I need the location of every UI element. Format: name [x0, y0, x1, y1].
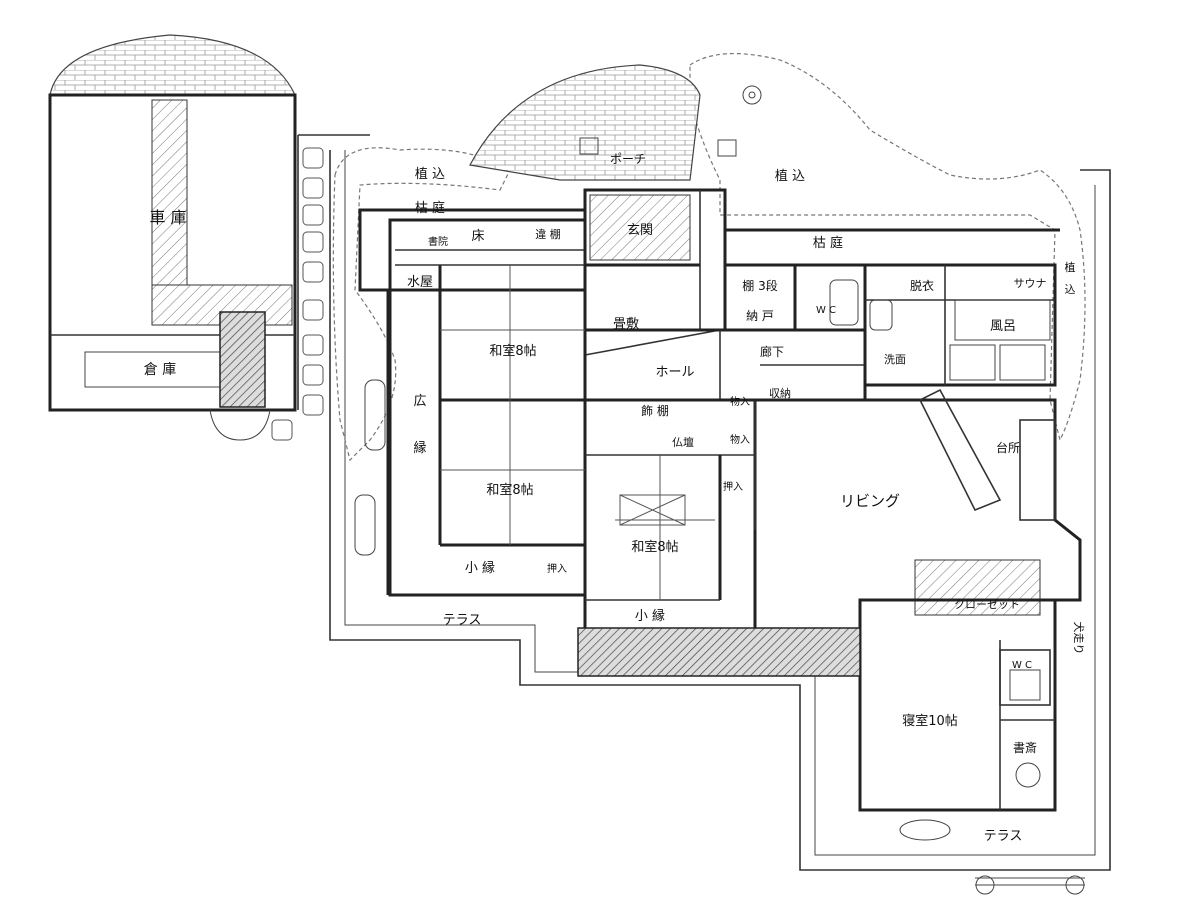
label-kazaridana: 飾 棚 [641, 403, 669, 418]
house-walls [358, 188, 1082, 812]
label-shoin: 書院 [428, 235, 448, 248]
garage-block [48, 34, 297, 441]
label-rouka: 廊下 [760, 344, 784, 359]
label-planting-side-1: 植 [1065, 260, 1076, 274]
label-daidokoro: 台所 [996, 440, 1020, 455]
label-hiroen-2: 縁 [413, 440, 426, 456]
label-planting-side-2: 込 [1065, 283, 1076, 296]
label-shosai: 書斎 [1013, 740, 1037, 755]
label-planting-left: 植 込 [415, 167, 445, 182]
label-wc-1: W C [816, 305, 836, 316]
label-tana: 棚 3段 [742, 278, 777, 293]
label-living: リビング [840, 492, 900, 510]
label-hall: ホール [655, 365, 694, 380]
label-dry-garden-right: 枯 庭 [813, 235, 843, 251]
label-datsui: 脱衣 [910, 278, 934, 293]
label-terrace-left: テラス [443, 613, 482, 628]
label-koen-center: 小 縁 [635, 608, 665, 624]
label-nando: 納 戸 [746, 309, 774, 323]
label-wc-2: W C [1012, 660, 1032, 671]
label-furo: 風呂 [990, 319, 1016, 334]
label-monoire-2: 物入 [730, 433, 750, 446]
label-washitsu-3: 和室8帖 [631, 539, 678, 555]
porch-area [469, 64, 737, 181]
label-storage: 倉 庫 [144, 361, 176, 378]
fixtures [354, 279, 1085, 895]
label-butsudan: 仏壇 [672, 435, 694, 449]
label-washitsu-2: 和室8帖 [486, 482, 533, 498]
label-inubashiri: 犬走り [1072, 622, 1086, 655]
label-shuno: 収納 [769, 387, 791, 400]
label-porch: ポーチ [610, 152, 646, 166]
label-oshiire-2: 押入 [547, 562, 567, 575]
planting-right [689, 53, 1086, 442]
label-chigaidana: 違 棚 [535, 227, 561, 241]
label-monoire-1: 物入 [730, 395, 750, 408]
label-washitsu-1: 和室8帖 [489, 343, 536, 359]
label-planting-right: 植 込 [775, 169, 805, 184]
site-boundary [297, 134, 1111, 871]
label-oshiire-1: 押入 [723, 480, 743, 493]
stepping-stones [271, 147, 324, 441]
label-tatamijiki: 畳敷 [613, 317, 639, 332]
room-labels: 車 庫 倉 庫 植 込 ポーチ 植 込 枯 庭 書院 床 違 棚 玄関 枯 庭 … [144, 152, 1086, 844]
label-terrace-right: テラス [984, 829, 1023, 844]
label-tokonoma: 床 [471, 229, 484, 244]
planting-left [332, 147, 511, 462]
label-senmen: 洗面 [884, 353, 906, 366]
label-koen-left: 小 縁 [465, 560, 495, 576]
label-closet: クローゼット [954, 598, 1020, 611]
label-bedroom: 寝室10帖 [902, 713, 958, 729]
label-hiroen-1: 広 [413, 394, 426, 409]
label-sauna: サウナ [1014, 277, 1047, 290]
label-dry-garden-left: 枯 庭 [415, 200, 445, 216]
label-mizuya: 水屋 [407, 275, 433, 290]
tatami-lines [440, 194, 715, 600]
label-genkan: 玄関 [627, 223, 653, 238]
label-garage: 車 庫 [149, 208, 186, 227]
